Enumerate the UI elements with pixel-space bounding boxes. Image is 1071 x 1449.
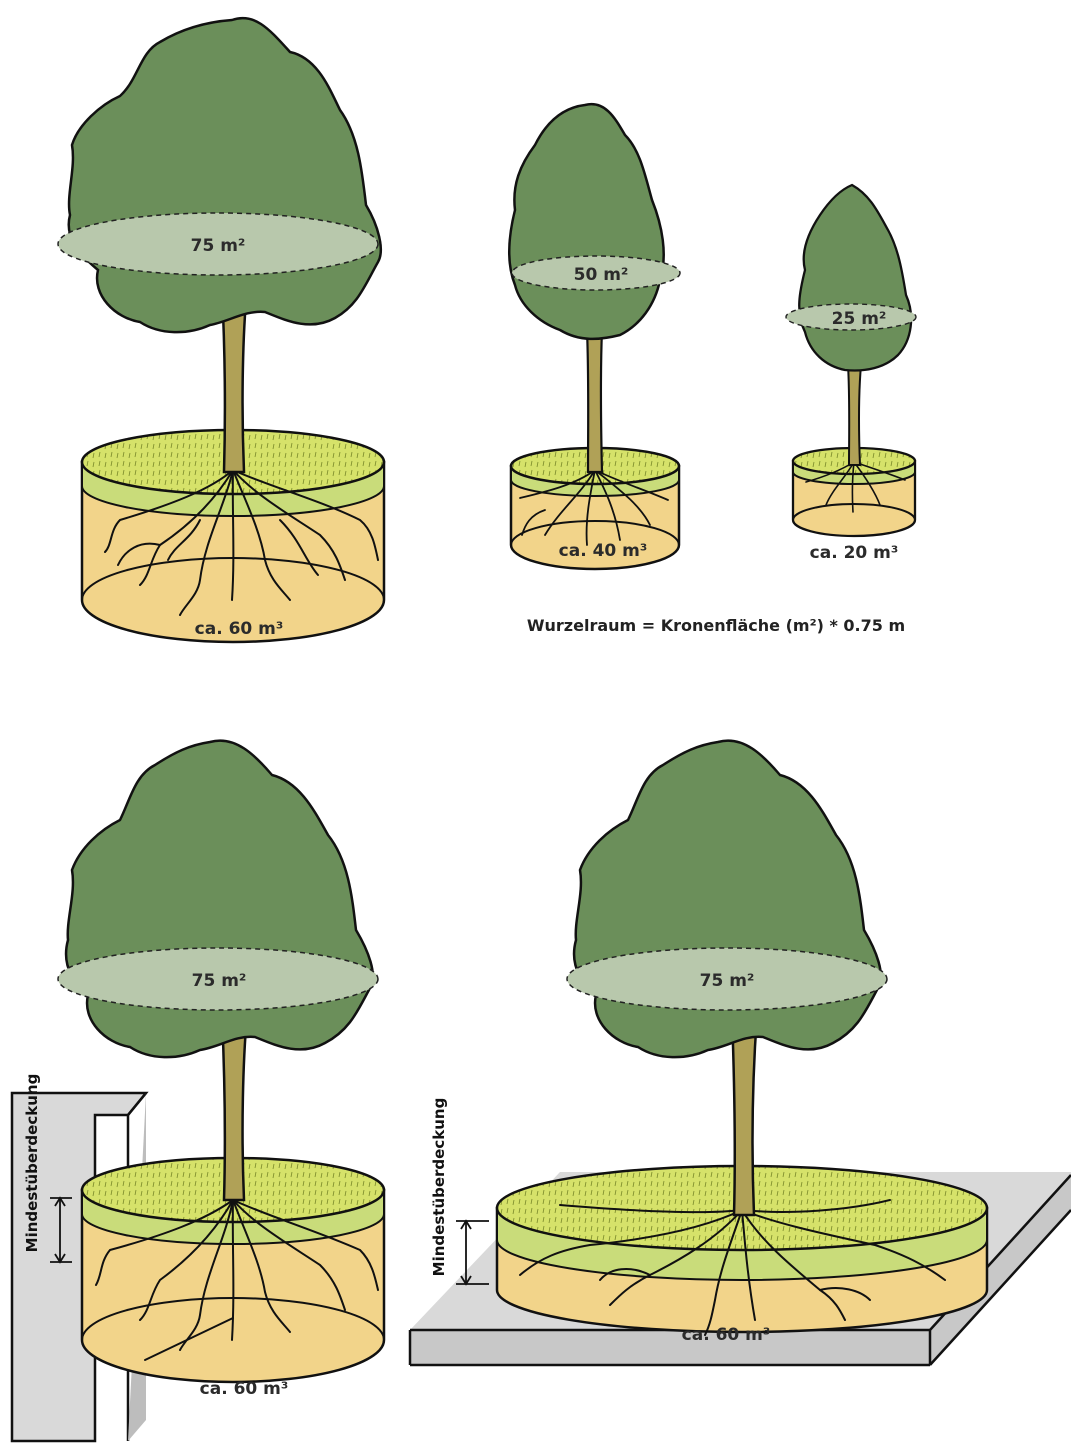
crown xyxy=(69,18,381,332)
crown-area-label: 75 m² xyxy=(191,236,246,256)
root-volume-label: ca. 60 m³ xyxy=(200,1379,289,1399)
root-volume-label: ca. 60 m³ xyxy=(682,1325,771,1345)
crown-area-label: 25 m² xyxy=(832,309,887,329)
crown-area-label: 50 m² xyxy=(574,265,629,285)
trunk xyxy=(587,330,602,472)
root-volume-label: ca. 20 m³ xyxy=(810,543,899,563)
root-volume-label: ca. 60 m³ xyxy=(195,619,284,639)
min-cover-label: Mindestüberdeckung xyxy=(23,1074,41,1253)
min-cover-label: Mindestüberdeckung xyxy=(430,1098,448,1277)
root-volume-label: ca. 40 m³ xyxy=(559,541,648,561)
crown-area-label: 75 m² xyxy=(192,971,247,991)
crown-area-label: 75 m² xyxy=(700,971,755,991)
crown xyxy=(509,104,663,339)
tree-slab-bottom: 75 m² ca. 60 m³ Mindestüberdeckung xyxy=(410,741,1071,1365)
tree-ledge-bottom: 75 m² ca. 60 m³ Mindestüberdeckung xyxy=(12,741,384,1441)
trunk xyxy=(848,365,861,465)
tree-medium-top: 50 m² ca. 40 m³ xyxy=(509,104,680,569)
tree-large-top: 75 m² ca. 60 m³ xyxy=(58,18,384,642)
formula-text: Wurzelraum = Kronenfläche (m²) * 0.75 m xyxy=(527,616,905,635)
tree-small-top: 25 m² ca. 20 m³ xyxy=(786,185,916,563)
crown xyxy=(799,185,911,370)
trunk xyxy=(732,1015,757,1215)
